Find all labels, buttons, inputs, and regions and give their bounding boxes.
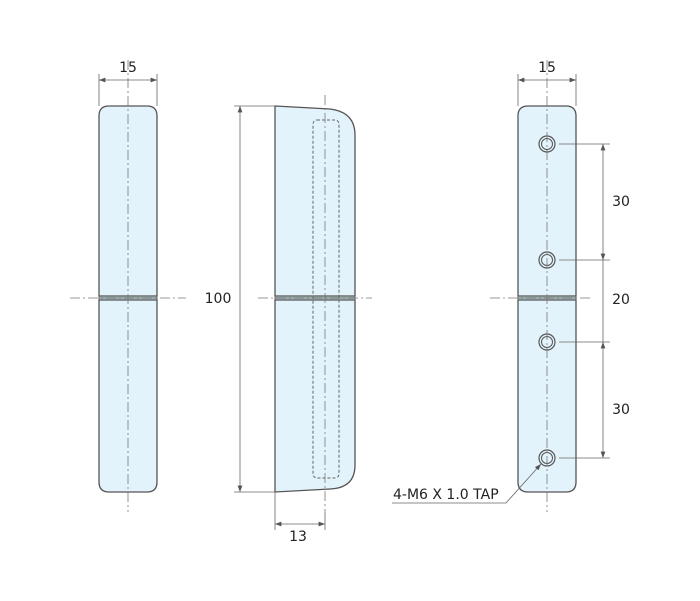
spacing-label-2: 20 [612,292,630,308]
height-label: 100 [205,291,232,307]
thickness-label: 13 [289,529,307,545]
spacing-label-1: 30 [612,194,630,210]
tap-note: 4-M6 X 1.0 TAP [393,487,499,503]
spacing-label-3: 30 [612,402,630,418]
left-width-label: 15 [119,60,137,76]
right-view: 15 30 20 30 4-M6 X 1.0 TAP [392,60,630,512]
left-view: 15 [70,60,186,512]
right-width-label: 15 [538,60,556,76]
side-view: 100 13 [205,95,372,545]
